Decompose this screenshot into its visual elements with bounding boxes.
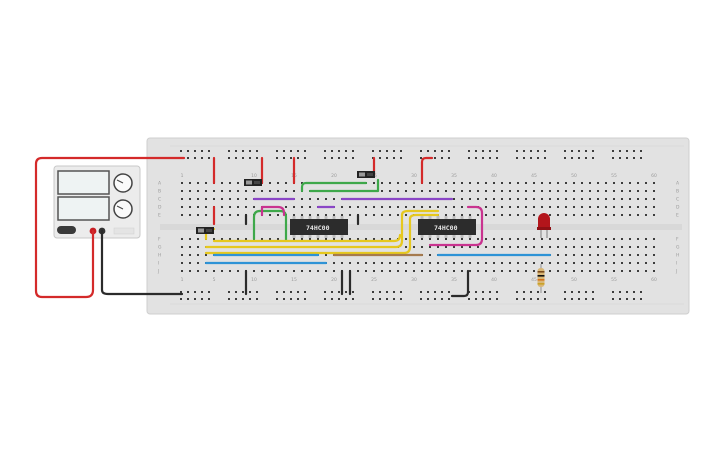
column-number-top: 55 — [611, 173, 617, 179]
column-number-bottom: 45 — [531, 277, 537, 283]
wire-yellow[interactable] — [204, 213, 440, 255]
column-number-bottom: 15 — [291, 277, 297, 283]
wire-green[interactable] — [300, 181, 368, 193]
wire-black[interactable] — [450, 269, 470, 298]
column-number-top: 60 — [651, 173, 657, 179]
column-number-bottom: 40 — [491, 277, 497, 283]
power-supply[interactable] — [53, 165, 141, 239]
row-letter: G — [158, 245, 162, 251]
row-letter: B — [158, 189, 161, 195]
column-number-bottom: 55 — [611, 277, 617, 283]
ic-chip-2-label: 74HC00 — [434, 224, 458, 232]
column-number-bottom: 30 — [411, 277, 417, 283]
column-number-bottom: 1 — [181, 277, 184, 283]
wire-yellow[interactable] — [204, 209, 440, 249]
column-number-bottom: 35 — [451, 277, 457, 283]
column-number-bottom: 5 — [213, 277, 216, 283]
voltage-display — [57, 170, 110, 195]
column-number-top: 35 — [451, 173, 457, 179]
row-letter: H — [158, 253, 161, 259]
column-number-bottom: 10 — [251, 277, 257, 283]
column-number-bottom: 60 — [651, 277, 657, 283]
row-letter: B — [676, 189, 679, 195]
slide-switch-1[interactable] — [244, 179, 262, 186]
wire-supply-negative[interactable] — [100, 229, 184, 296]
row-letter: E — [158, 213, 161, 219]
wire-magenta[interactable] — [260, 205, 286, 217]
wire-green[interactable] — [252, 209, 288, 243]
ic-chip-1-label: 74HC00 — [306, 224, 330, 232]
row-letter: D — [676, 205, 680, 211]
ic-chip-1: 74HC00 — [290, 216, 348, 238]
column-number-top: 20 — [331, 173, 337, 179]
wire-supply-positive[interactable] — [34, 156, 186, 299]
ic-chips: 74HC00 74HC00 — [290, 216, 476, 238]
column-number-top: 10 — [251, 173, 257, 179]
led[interactable] — [537, 213, 551, 238]
row-letter: H — [676, 253, 679, 259]
row-letter: F — [158, 237, 161, 243]
row-letter: G — [676, 245, 680, 251]
row-letter: C — [676, 197, 679, 203]
slide-switch-3[interactable] — [196, 227, 214, 234]
wires — [34, 156, 552, 299]
row-letter: C — [158, 197, 161, 203]
column-number-bottom: 50 — [571, 277, 577, 283]
components — [537, 213, 551, 293]
slide-switches[interactable] — [196, 171, 375, 234]
column-number-top: 1 — [181, 173, 184, 179]
power-switch[interactable] — [57, 226, 76, 234]
wire-green[interactable] — [308, 178, 380, 193]
row-letter: D — [158, 205, 162, 211]
column-number-top: 40 — [491, 173, 497, 179]
wire-magenta[interactable] — [428, 205, 484, 247]
row-letter: A — [158, 181, 162, 187]
slide-switch-2[interactable] — [357, 171, 375, 178]
column-number-bottom: 25 — [371, 277, 377, 283]
ic-chip-2: 74HC00 — [418, 216, 476, 238]
row-letter: J — [675, 269, 677, 275]
column-number-top: 30 — [411, 173, 417, 179]
column-number-bottom: 20 — [331, 277, 337, 283]
row-letter: E — [676, 213, 679, 219]
current-display — [57, 196, 110, 221]
column-number-top: 50 — [571, 173, 577, 179]
wire-red[interactable] — [420, 156, 434, 185]
row-letter: I — [158, 261, 159, 267]
wire-yellow[interactable] — [212, 233, 402, 243]
resistor[interactable] — [537, 264, 545, 293]
row-letter: A — [676, 181, 680, 187]
row-letter: F — [676, 237, 679, 243]
column-number-top: 45 — [531, 173, 537, 179]
row-letter: I — [676, 261, 677, 267]
row-letter: J — [157, 269, 159, 275]
